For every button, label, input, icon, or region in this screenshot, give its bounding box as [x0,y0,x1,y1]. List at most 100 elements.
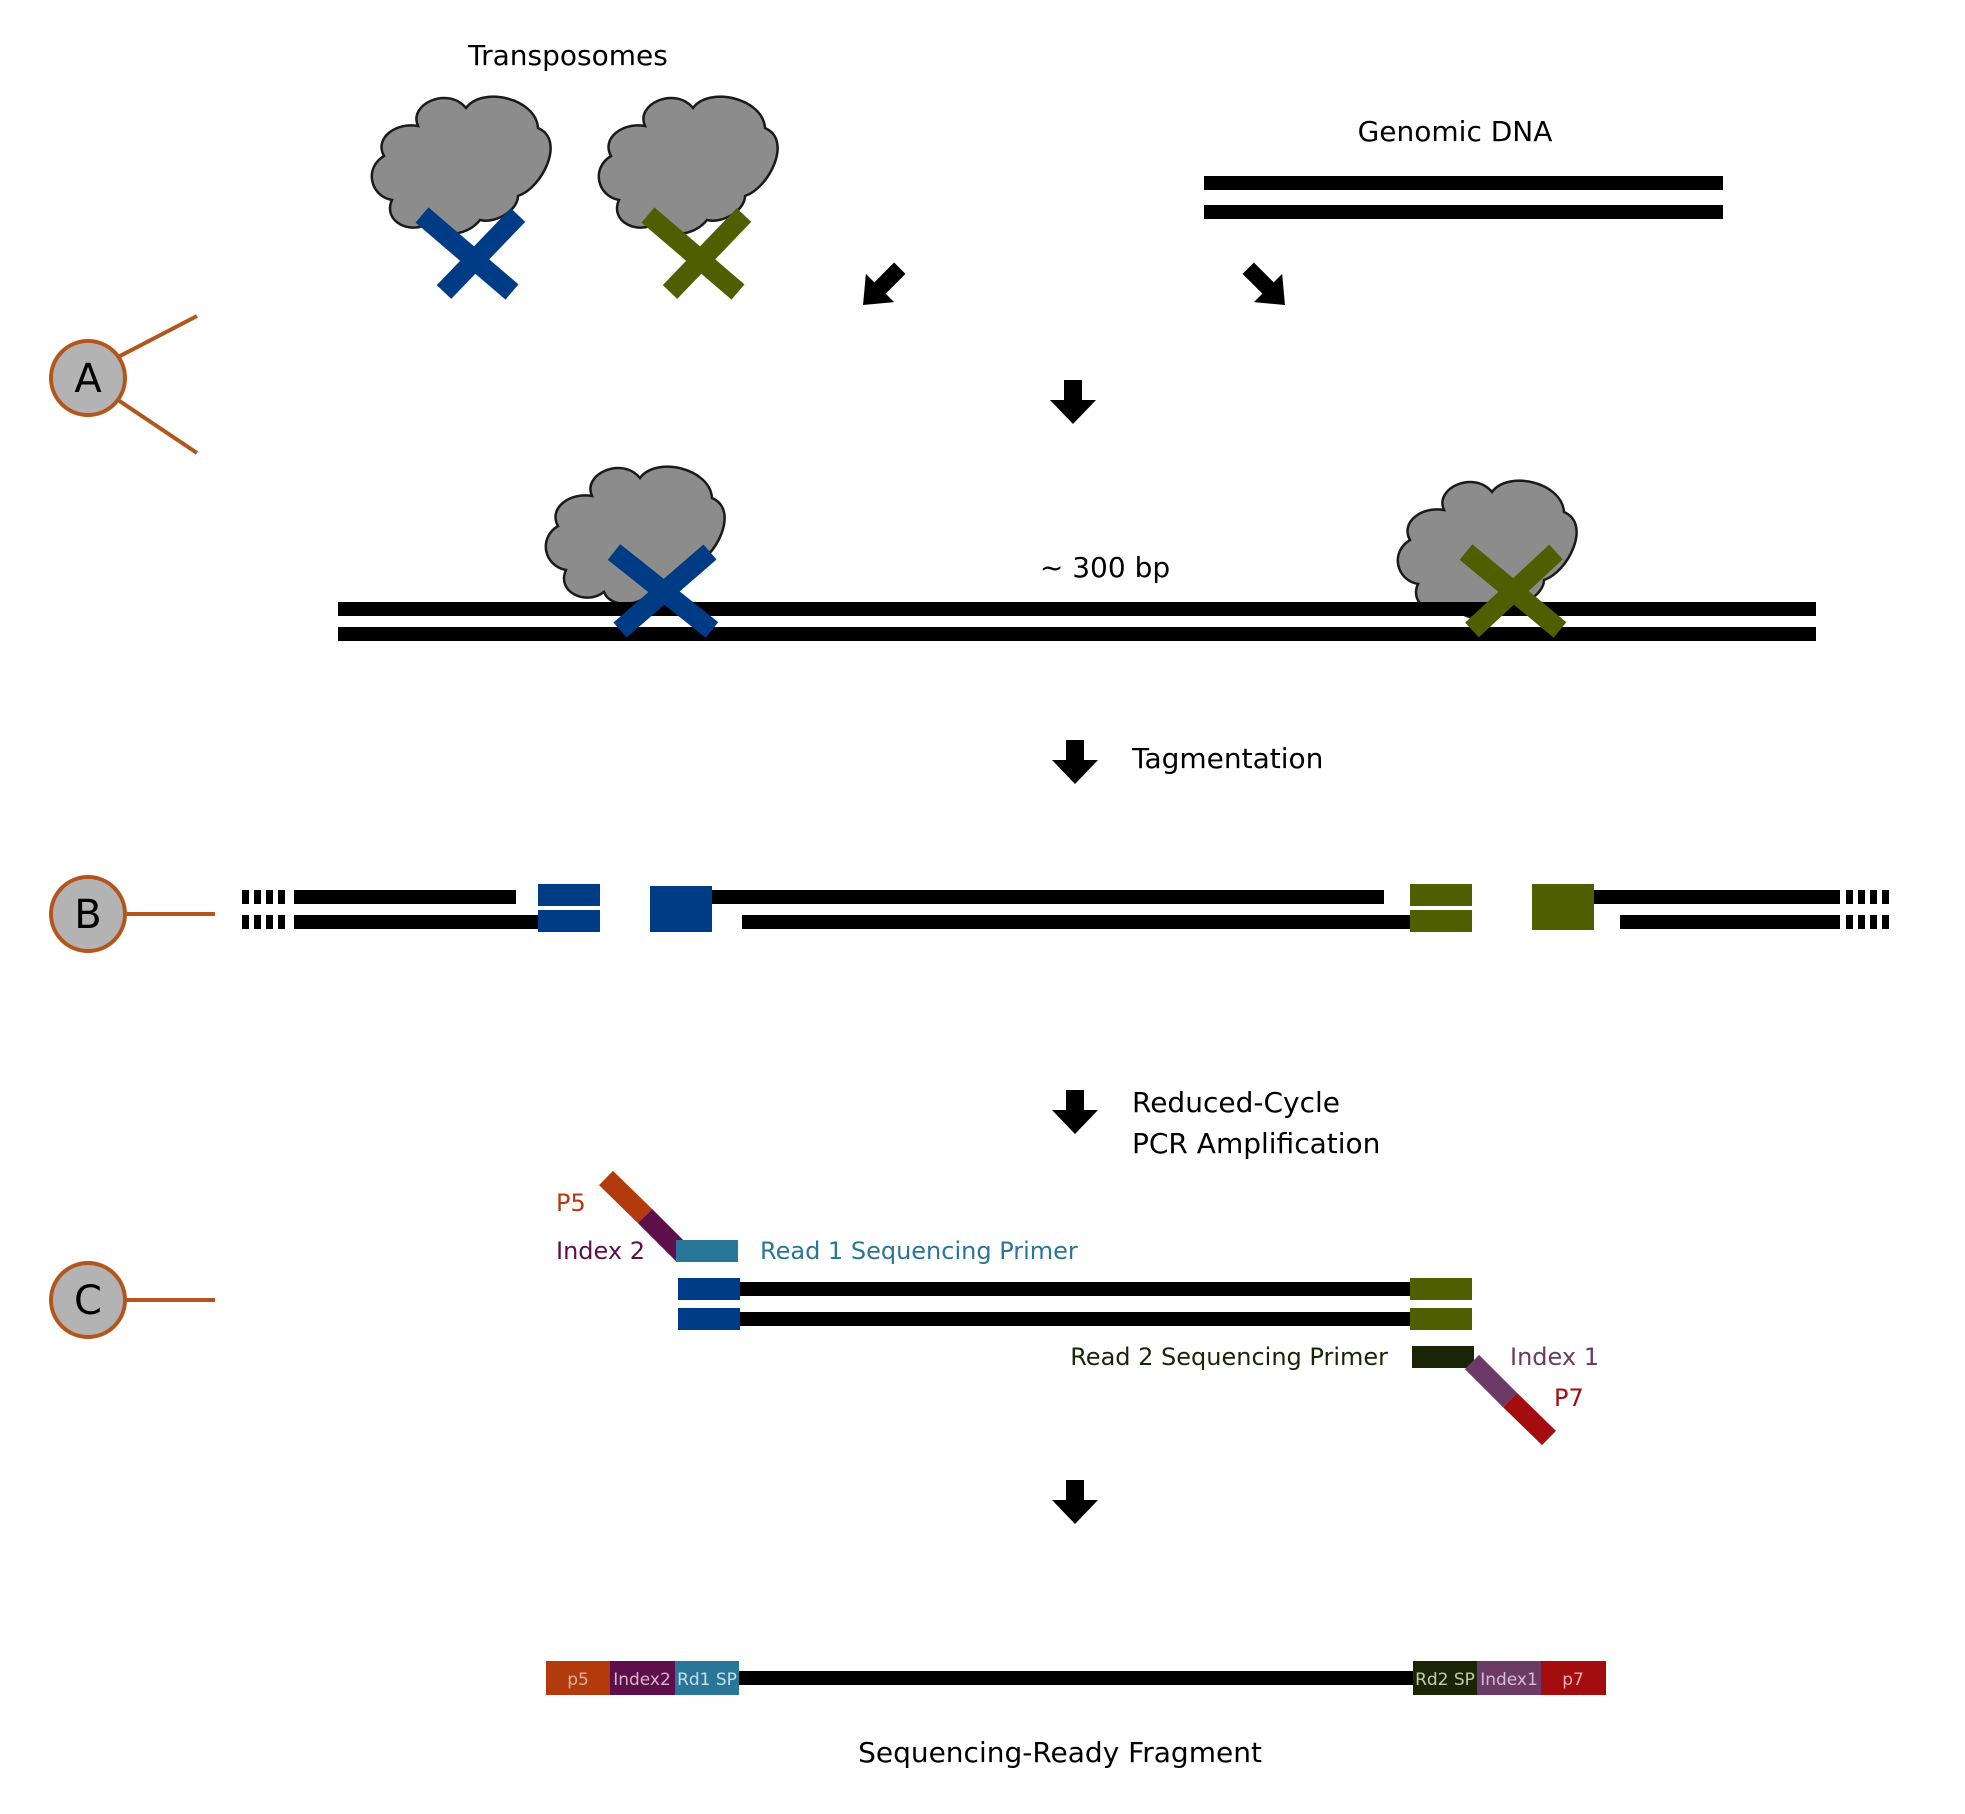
index2-block [610,1661,675,1695]
dna-dash [254,915,261,929]
index2-segment-label: Index2 [613,1670,671,1690]
arrow-down-left-icon [1242,262,1285,305]
step-circle [49,1261,127,1339]
dna-dash [266,890,273,904]
transposomes-label: Transposomes [467,39,668,72]
bound-complex [338,465,1816,641]
dna-dash [1858,915,1865,929]
p5-block [546,1661,610,1695]
adapter-block-blue [678,1278,740,1300]
dna-dash [278,915,285,929]
arrow-down-icon [1050,380,1096,424]
adapter-block-blue [650,886,712,932]
step-b-letter: B [74,892,101,938]
dna-strand [338,627,1816,641]
dna-dash [1858,890,1865,904]
adapter-arm [662,208,752,299]
read2-primer-block [1412,1346,1474,1368]
dna-dash [242,890,249,904]
dna-dash [1882,915,1889,929]
tagmentation-label: Tagmentation [1131,742,1323,775]
dna-strand [1204,176,1723,190]
adapter-block-green [1532,884,1594,930]
transposase-protein [370,95,552,236]
adapter-block-blue [538,884,600,906]
dna-dash [1870,915,1877,929]
dna-strand [1594,890,1840,904]
step-c-marker: C [49,1261,215,1339]
p7-segment-label: p7 [1562,1670,1584,1690]
p5-segment-label: p5 [567,1670,589,1690]
transposase-protein [597,95,779,236]
dna-strand [1204,205,1723,219]
rd2-segment-label: Rd2 SP [1415,1670,1475,1690]
p5-segment [599,1170,652,1224]
adapter-block-green [1410,1278,1472,1300]
dna-strand [294,890,516,904]
index1-segment-label: Index1 [1480,1670,1538,1690]
branch-line [117,314,198,359]
adapter-arm [415,207,519,300]
adapter-block-blue [678,1308,740,1330]
dna-strand [338,602,1816,616]
p7-block [1541,1661,1606,1695]
final-fragment-label: Sequencing-Ready Fragment [858,1736,1262,1769]
read1-primer-label: Read 1 Sequencing Primer [760,1237,1078,1265]
adapter-arm [1465,544,1563,638]
dna-dash [254,890,261,904]
adapter-arm [613,544,717,638]
arrow-down-icon [1052,740,1098,784]
index1-block [1477,1661,1541,1695]
adapter-block-green [1410,1308,1472,1330]
p5-label: P5 [556,1189,586,1217]
transposome-green [597,95,779,300]
dna-dash [266,915,273,929]
step-a-marker: A [49,314,199,455]
adapter-block-blue [538,910,600,932]
p7-label: P7 [1554,1384,1584,1412]
rd2-sp-block [1413,1661,1477,1695]
dna-dash [1846,890,1853,904]
sequencing-ready-fragment [546,1661,1606,1695]
step-a-letter: A [74,356,102,402]
dna-strand [740,1312,1410,1326]
branch-line [116,398,199,455]
index2-label: Index 2 [556,1237,645,1265]
fragment-size-label: ~ 300 bp [1040,551,1170,584]
transposase-protein [544,465,726,606]
index1-label: Index 1 [1510,1343,1599,1371]
rd1-sp-block [675,1661,739,1695]
adapter-arm [436,208,526,299]
dna-strand [294,915,538,929]
insert-dna [739,1671,1413,1685]
dna-strand [742,915,1410,929]
adapter-block-green [1410,910,1472,932]
arrow-down-right-icon [863,262,906,305]
pcr-construct [599,1170,1556,1446]
arrow-down-icon [1052,1090,1098,1134]
dna-dash [278,890,285,904]
dna-dash [1870,890,1877,904]
read2-primer-label: Read 2 Sequencing Primer [1070,1343,1388,1371]
transposome-blue [370,95,552,300]
adapter-arm [641,207,745,300]
read1-primer-block [676,1240,738,1262]
rd1-segment-label: Rd1 SP [677,1670,737,1690]
arrow-down-icon [1052,1480,1098,1524]
dna-dash [242,915,249,929]
dna-strand [740,1282,1410,1296]
genomic-dna-label: Genomic DNA [1358,115,1553,148]
pcr-label-line2: PCR Amplification [1132,1127,1380,1160]
step-c-letter: C [74,1278,102,1324]
dna-dash [1882,890,1889,904]
adapter-block-green [1410,884,1472,906]
genomic-dna [1204,176,1723,219]
dna-strand [1620,915,1840,929]
step-circle [49,339,127,417]
pcr-label-line1: Reduced-Cycle [1132,1086,1340,1119]
index1-segment [1464,1354,1518,1408]
p7-segment [1503,1392,1556,1446]
dna-strand [712,890,1384,904]
tagmented-fragments [242,884,1889,932]
